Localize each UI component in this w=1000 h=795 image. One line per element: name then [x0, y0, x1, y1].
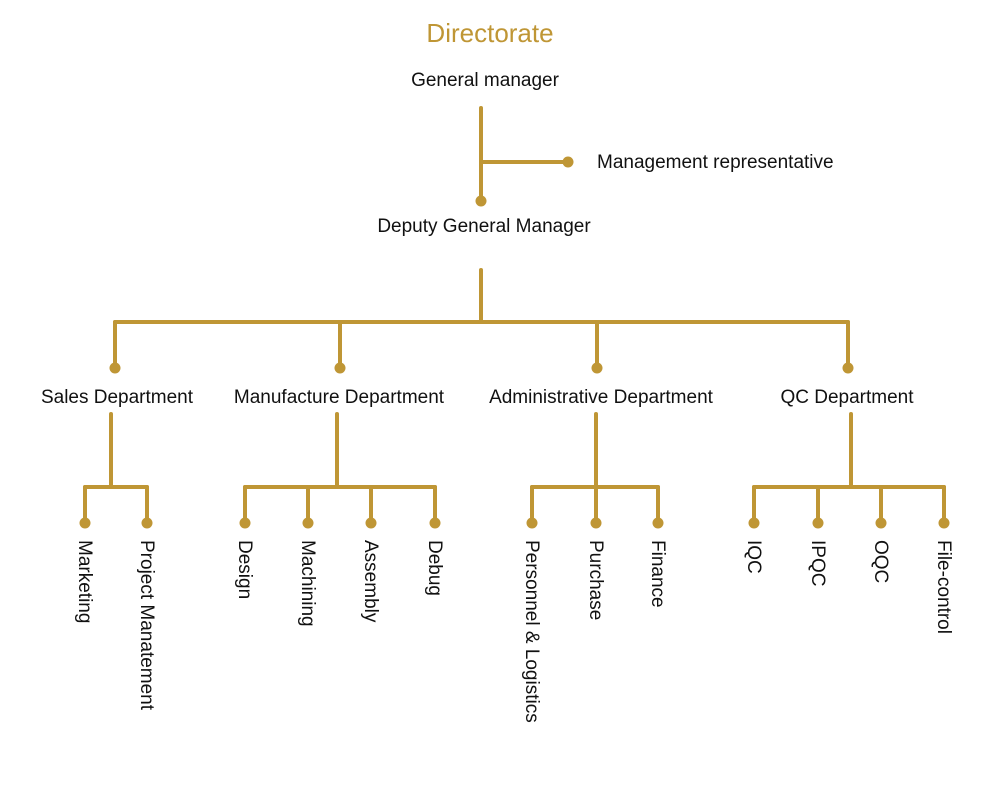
- unit-dot: [590, 517, 602, 529]
- connector-lines: [83, 106, 946, 524]
- unit-label: Design: [234, 540, 255, 599]
- management-representative-label: Management representative: [597, 152, 834, 173]
- unit-dot: [652, 517, 664, 529]
- unit-dot: [875, 517, 887, 529]
- unit-labels: Marketing Project Manatement Design Machini…: [74, 540, 954, 723]
- unit-dot: [239, 517, 251, 529]
- department-dot: [842, 362, 854, 374]
- unit-dot: [812, 517, 824, 529]
- unit-label: Purchase: [585, 540, 606, 620]
- unit-label: Personnel & Logistics: [521, 540, 542, 723]
- chart-title: Directorate: [426, 18, 553, 48]
- unit-dot: [365, 517, 377, 529]
- unit-label: Marketing: [74, 540, 95, 623]
- department-labels: Sales Department Manufacture Department Ad…: [41, 387, 914, 408]
- unit-label: Machining: [297, 540, 318, 627]
- unit-dot: [748, 517, 760, 529]
- unit-dot: [526, 517, 538, 529]
- deputy-general-manager-label: Deputy General Manager: [377, 216, 591, 237]
- department-label: Administrative Department: [489, 387, 714, 408]
- unit-label: File-control: [933, 540, 954, 634]
- department-dot: [334, 362, 346, 374]
- deputy-dot: [475, 195, 487, 207]
- general-manager-label: General manager: [411, 70, 560, 91]
- department-label: QC Department: [780, 387, 914, 408]
- unit-label: Assembly: [360, 540, 381, 623]
- department-label: Manufacture Department: [234, 387, 445, 408]
- connector-dots: [79, 156, 950, 529]
- unit-dot: [141, 517, 153, 529]
- management-rep-dot: [562, 156, 574, 168]
- unit-label: Debug: [424, 540, 445, 596]
- unit-label: Project Manatement: [136, 540, 157, 711]
- unit-label: Finance: [647, 540, 668, 608]
- unit-dot: [938, 517, 950, 529]
- unit-dot: [302, 517, 314, 529]
- department-dot: [109, 362, 121, 374]
- department-label: Sales Department: [41, 387, 194, 408]
- unit-label: OQC: [870, 540, 891, 583]
- unit-label: IPQC: [807, 540, 828, 586]
- unit-label: IQC: [743, 540, 764, 574]
- unit-dot: [79, 517, 91, 529]
- unit-dot: [429, 517, 441, 529]
- department-dot: [591, 362, 603, 374]
